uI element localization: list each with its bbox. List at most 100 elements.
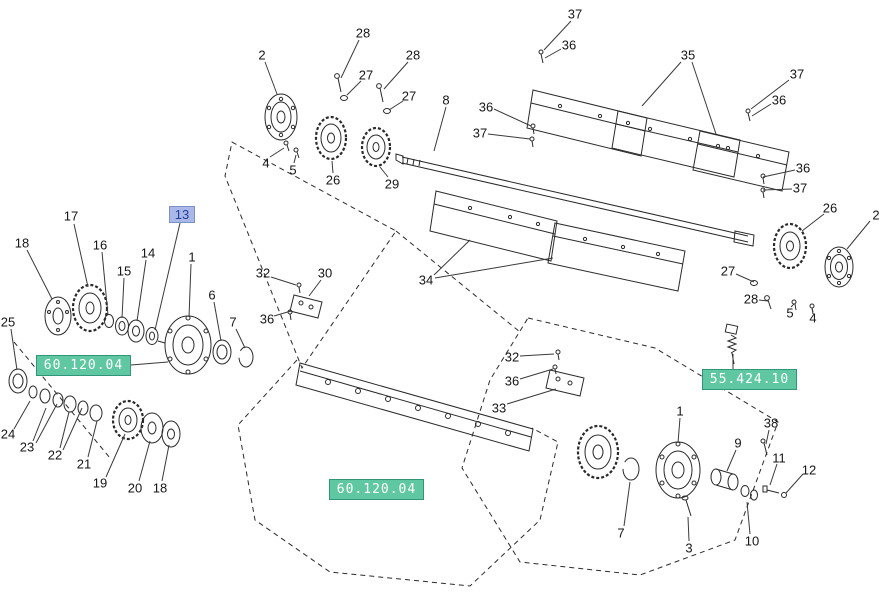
section-link-60.120.04[interactable]: 60.120.04 (36, 355, 131, 376)
callout-36: 36 (561, 37, 577, 53)
bearing-25 (8, 368, 28, 394)
bearing-6 (212, 339, 232, 365)
washer-22-a (63, 395, 77, 413)
leader-line (751, 103, 772, 117)
section-link-55.424.10[interactable]: 55.424.10 (702, 369, 797, 390)
callout-35: 35 (680, 47, 696, 63)
callout-20: 20 (127, 480, 143, 496)
top-sprocket-group (264, 73, 392, 168)
callout-18: 18 (152, 480, 168, 496)
snap-ring-7-right (622, 457, 640, 481)
callout-2: 2 (258, 47, 266, 63)
leader-line (331, 160, 334, 174)
callout-2: 2 (872, 207, 880, 223)
leader-line (677, 417, 681, 444)
washer-13 (145, 327, 159, 345)
snap-ring-7-left (238, 346, 254, 368)
leader-line (379, 166, 389, 178)
callout-32: 32 (504, 349, 520, 365)
callout-29: 29 (384, 176, 400, 192)
callout-14: 14 (140, 245, 156, 261)
callout-5: 5 (786, 305, 794, 321)
leader-line (434, 257, 554, 279)
washer-27-a (340, 95, 348, 101)
leader-line (506, 388, 557, 405)
leader-line (544, 48, 562, 59)
mount-plate-30 (289, 294, 323, 319)
callout-36: 36 (478, 99, 494, 115)
leader-line (762, 188, 793, 191)
leader-line (62, 407, 83, 451)
leader-line (758, 299, 769, 302)
leader-line (235, 328, 246, 349)
highlighted-item-13[interactable]: 13 (169, 206, 195, 223)
leader-line (801, 213, 825, 232)
callout-27: 27 (401, 88, 417, 104)
bolt-36-mid (552, 364, 558, 375)
bolt-28-right (764, 295, 770, 301)
callout-1: 1 (188, 249, 196, 265)
shield-bolts (529, 49, 766, 199)
leader-line (383, 61, 409, 90)
washer-27-right (750, 280, 758, 286)
callout-26: 26 (325, 172, 341, 188)
callout-5: 5 (289, 162, 297, 178)
section-link-60.120.04[interactable]: 60.120.04 (329, 479, 424, 500)
callout-18: 18 (14, 235, 30, 251)
leader-line (687, 516, 690, 542)
leader-line (273, 310, 292, 317)
callout-28: 28 (743, 291, 759, 307)
callout-9: 9 (734, 435, 742, 451)
callout-12: 12 (801, 462, 817, 478)
callout-37: 37 (472, 125, 488, 141)
callout-17: 17 (63, 208, 79, 224)
washer-21 (89, 404, 103, 422)
washer-10-a (740, 485, 750, 497)
callout-7: 7 (229, 314, 237, 330)
bolt-11 (762, 485, 780, 494)
leader-line (691, 61, 717, 135)
leader-line (161, 444, 170, 482)
leader-line (493, 108, 532, 127)
leader-line (32, 407, 47, 442)
bolt-3 (681, 495, 692, 517)
callout-36: 36 (795, 160, 811, 176)
leader-line (270, 276, 297, 286)
leader-line (641, 61, 682, 107)
callout-36: 36 (259, 311, 275, 327)
leader-line (308, 279, 322, 297)
sprocket-26-top (314, 115, 348, 161)
callout-24: 24 (0, 426, 16, 442)
hub-1-left (157, 315, 212, 375)
sprocket-26-right (772, 222, 808, 270)
callout-22: 22 (47, 447, 63, 463)
callout-34: 34 (418, 272, 434, 288)
washer-22-b (77, 400, 89, 416)
callout-37: 37 (567, 6, 583, 22)
callout-23: 23 (19, 439, 35, 455)
leader-line (130, 361, 169, 366)
pin-38 (760, 438, 768, 456)
callout-37: 37 (792, 180, 808, 196)
leader-line (87, 420, 98, 458)
hub-flange-2-top (264, 93, 298, 141)
callout-38: 38 (763, 415, 779, 431)
bolt-4-top (283, 140, 289, 146)
leader-line (746, 501, 751, 535)
leader-line (519, 368, 554, 380)
leader-line (26, 249, 53, 300)
callout-15: 15 (116, 263, 132, 279)
hub-1-right (655, 441, 701, 499)
washer-23-b (52, 392, 64, 408)
plate-20 (140, 412, 164, 444)
leader-line (73, 223, 89, 288)
leader-line (762, 169, 796, 178)
bolt-28-a (334, 73, 342, 93)
leader-line (264, 61, 278, 95)
plate-18-left (44, 296, 72, 336)
leader-line (765, 429, 770, 445)
sprocket-29 (360, 126, 392, 168)
callout-19: 19 (92, 475, 108, 491)
bolt-32-mid (555, 349, 561, 361)
leader-line (101, 251, 109, 316)
